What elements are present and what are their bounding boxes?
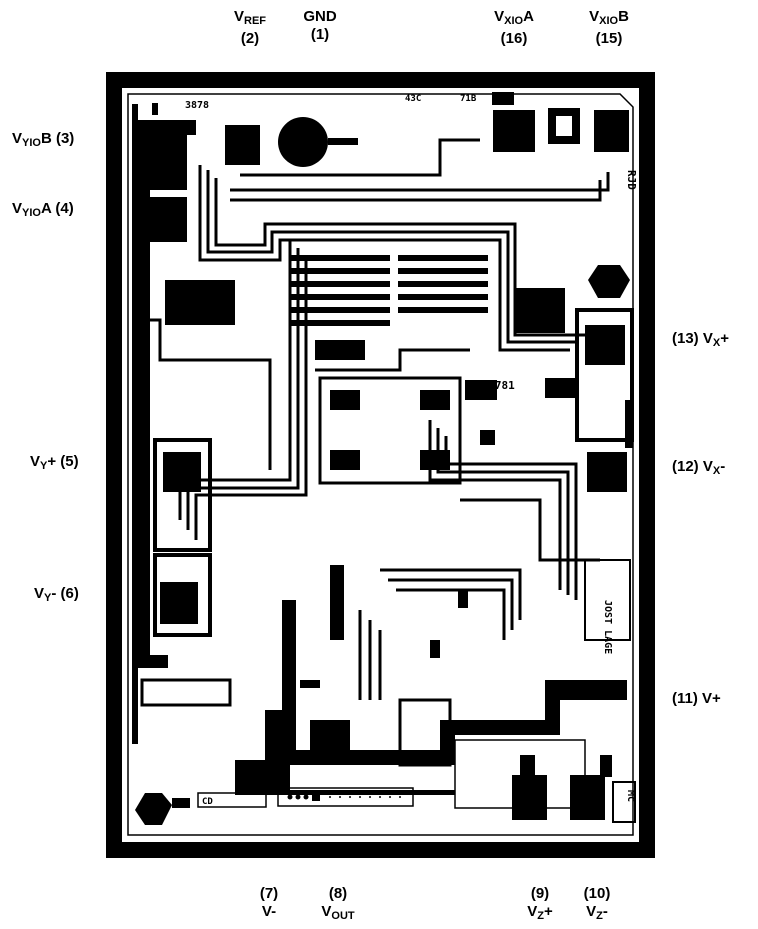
die-svg: 3878 43C 71B RJD A38781 JOST LAGE MC CD <box>106 72 655 858</box>
pin-label-vxminus: (12) VX- <box>672 458 726 477</box>
pad-vref <box>225 125 260 165</box>
pad-vzminus <box>570 775 605 820</box>
test-dots <box>287 793 401 801</box>
pin-label-vplus: (11) V+ <box>672 690 721 707</box>
lower-power-bus <box>235 565 627 795</box>
pin-label-vyminus: VY- (6) <box>34 585 79 604</box>
pad-vxplus <box>585 325 625 365</box>
die-layout: 3878 43C 71B RJD A38781 JOST LAGE MC CD <box>106 72 655 858</box>
die-designer-a: RJD <box>625 170 638 190</box>
die-designer-b: JOST LAGE <box>602 600 613 654</box>
pad-vyiob <box>145 135 187 190</box>
pad-vzplus <box>512 775 547 820</box>
die-bottom-label: CD <box>202 797 213 807</box>
pin-label-vxplus: (13) VX+ <box>672 330 729 349</box>
pin-label-vyplus: VY+ (5) <box>30 453 79 472</box>
pad-vyioa <box>145 197 187 242</box>
pad-octagon <box>588 265 630 298</box>
logo-box <box>612 781 636 823</box>
scribe-line <box>127 93 634 836</box>
pad-vyplus <box>163 452 201 492</box>
pad-vxiob <box>594 110 629 152</box>
die-logo: MC <box>625 790 636 802</box>
pin-label-gnd: GND (1) <box>303 8 337 43</box>
pin-label-vzminus: (10) VZ- <box>583 885 611 922</box>
pin-label-vout: (8) VOUT <box>321 885 355 922</box>
test-structure-box <box>277 787 414 807</box>
core-block <box>318 376 575 608</box>
pad-vminus <box>135 793 172 825</box>
pad-vyminus <box>160 582 198 624</box>
pad-vxioa <box>493 110 535 152</box>
bottom-label-box <box>197 792 267 808</box>
pad-vxminus <box>587 452 627 492</box>
pin-label-vyiob: VYIOB (3) <box>12 130 75 149</box>
pin-label-vref: VREF (2) <box>233 8 267 47</box>
top-pads <box>152 92 629 167</box>
die-device-id: A38781 <box>475 379 515 392</box>
pin-label-vyioa: VYIOA (4) <box>12 200 74 219</box>
upper-bus-bars <box>165 255 488 360</box>
pin-label-vminus: (7) V- <box>259 885 279 920</box>
right-pads <box>515 265 634 641</box>
bottom-right-pads <box>454 739 612 820</box>
pin-label-vzplus: (9) VZ+ <box>527 885 553 922</box>
pad-gnd <box>278 117 328 167</box>
die-part-id: 3878 <box>185 100 209 111</box>
left-pad-column <box>132 104 232 744</box>
die-code-a: 43C <box>405 94 421 104</box>
pin-label-vxiob: VXIOB (15) <box>589 8 629 47</box>
die-code-b: 71B <box>460 94 477 104</box>
pin-label-vxioa: VXIOA (16) <box>494 8 534 47</box>
